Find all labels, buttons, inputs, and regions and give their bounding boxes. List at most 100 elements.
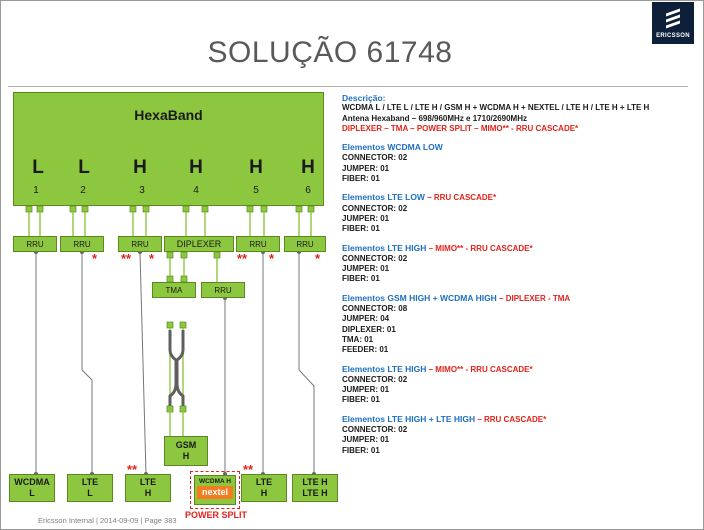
slide-title: SOLUÇÃO 61748 bbox=[207, 36, 453, 69]
section-title: Elementos LTE HIGH + LTE HIGH bbox=[342, 413, 476, 424]
feeder-cable bbox=[168, 330, 185, 406]
port-number: 5 bbox=[253, 185, 259, 196]
section-line: CONNECTOR: 02 bbox=[342, 203, 408, 213]
terminal-line1: LTE bbox=[139, 477, 157, 487]
description-panel: Descrição: WCDMA L / LTE L / LTE H / GSM… bbox=[342, 93, 692, 464]
section-suffix: – MIMO** - RRU CASCADE* bbox=[426, 243, 533, 253]
terminal-lte-h: LTE H bbox=[241, 474, 287, 502]
section-line: TMA: 01 bbox=[342, 334, 374, 344]
band-label: H bbox=[301, 157, 315, 178]
section-title: Elementos LTE HIGH bbox=[342, 242, 427, 253]
tma-unit: TMA bbox=[152, 282, 196, 298]
jumper-connectors bbox=[25, 205, 315, 213]
rru-unit: RRU bbox=[284, 236, 326, 252]
cascade-marker: * bbox=[315, 251, 321, 266]
cascade-marker: * bbox=[92, 251, 98, 266]
mimo-marker: ** bbox=[243, 462, 254, 477]
section-line: CONNECTOR: 02 bbox=[342, 425, 408, 435]
terminal-line2: H bbox=[260, 488, 268, 498]
mimo-marker: ** bbox=[127, 462, 138, 477]
gsm-band-label: H bbox=[182, 451, 190, 461]
section-line: CONNECTOR: 02 bbox=[342, 253, 408, 263]
title-divider bbox=[8, 86, 688, 87]
jumper-lines bbox=[28, 212, 312, 236]
section-title: Elementos WCDMA LOW bbox=[342, 142, 443, 153]
section-line: CONNECTOR: 08 bbox=[342, 304, 408, 314]
description-line: DIPLEXER – TMA – POWER SPLIT – MIMO** - … bbox=[342, 123, 579, 133]
section-line: JUMPER: 01 bbox=[342, 385, 390, 395]
cascade-marker: * bbox=[149, 251, 155, 266]
description-block: Descrição: WCDMA L / LTE L / LTE H / GSM… bbox=[342, 93, 692, 134]
cascade-marker: * bbox=[269, 251, 275, 266]
description-line: Antena Hexaband – 698/960MHz e 1710/2690… bbox=[342, 113, 527, 123]
terminal-lte-h: LTE H bbox=[125, 474, 171, 502]
section-line: FIBER: 01 bbox=[342, 224, 380, 234]
gsm-label: GSM bbox=[175, 440, 197, 450]
port-number: 1 bbox=[33, 185, 39, 196]
terminal-wcdma-l: WCDMA L bbox=[9, 474, 55, 502]
hexaband-antenna: HexaBand L L H H H H 1 2 3 4 5 6 bbox=[13, 92, 324, 206]
band-label: H bbox=[249, 157, 263, 178]
description-heading: Descrição: bbox=[342, 93, 386, 103]
port-number: 2 bbox=[80, 185, 86, 196]
section-suffix: – DIPLEXER - TMA bbox=[496, 293, 571, 303]
terminal-line2: H bbox=[144, 488, 152, 498]
section-suffix: – RRU CASCADE* bbox=[424, 193, 497, 203]
section-title: Elementos GSM HIGH + WCDMA HIGH bbox=[342, 292, 497, 303]
terminal-lte-h-lte-h: LTE H LTE H bbox=[292, 474, 338, 502]
terminal-line2: L bbox=[29, 488, 35, 498]
section-line: FEEDER: 01 bbox=[342, 345, 389, 355]
mimo-marker: ** bbox=[237, 251, 248, 266]
ericsson-logo: ERICSSON bbox=[652, 2, 694, 44]
wcdma-h-label: WCDMA H bbox=[199, 478, 231, 485]
section-line: FIBER: 01 bbox=[342, 174, 380, 184]
terminal-line1: LTE bbox=[255, 477, 273, 487]
section-line: JUMPER: 01 bbox=[342, 163, 390, 173]
section-line: FIBER: 01 bbox=[342, 395, 380, 405]
port-number: 3 bbox=[139, 185, 145, 196]
band-label: H bbox=[133, 157, 147, 178]
nextel-logo: nextel bbox=[197, 486, 233, 499]
section-block: Elementos LTE LOW – RRU CASCADE* CONNECT… bbox=[342, 192, 692, 234]
rru-unit: RRU bbox=[201, 282, 245, 298]
band-label: L bbox=[78, 157, 90, 178]
logo-text: ERICSSON bbox=[656, 33, 690, 39]
slide-footer: Ericsson Internal | 2014-09-09 | Page 38… bbox=[38, 516, 177, 525]
section-suffix: – RRU CASCADE* bbox=[475, 414, 547, 424]
section-line: FIBER: 01 bbox=[342, 445, 380, 455]
rru-unit: RRU bbox=[13, 236, 57, 252]
section-block: Elementos LTE HIGH – MIMO** - RRU CASCAD… bbox=[342, 364, 692, 406]
section-title: Elementos LTE HIGH bbox=[342, 363, 427, 374]
port-number: 6 bbox=[305, 185, 311, 196]
gsm-h-unit: GSM H bbox=[164, 436, 208, 466]
band-label: H bbox=[189, 157, 203, 178]
antenna-name: HexaBand bbox=[134, 107, 203, 123]
section-line: JUMPER: 01 bbox=[342, 435, 390, 445]
terminal-line1: LTE bbox=[81, 477, 99, 487]
terminal-line1: LTE H bbox=[302, 477, 328, 487]
power-split-group: WCDMA H nextel bbox=[190, 471, 240, 509]
section-line: FIBER: 01 bbox=[342, 274, 380, 284]
section-block: Elementos WCDMA LOW CONNECTOR: 02 JUMPER… bbox=[342, 142, 692, 184]
section-line: JUMPER: 01 bbox=[342, 213, 390, 223]
mimo-marker: ** bbox=[121, 251, 132, 266]
section-block: Elementos LTE HIGH + LTE HIGH – RRU CASC… bbox=[342, 414, 692, 456]
rru-unit: RRU bbox=[236, 236, 280, 252]
section-title: Elementos LTE LOW bbox=[342, 192, 425, 203]
rru-unit: RRU bbox=[118, 236, 162, 252]
section-line: CONNECTOR: 02 bbox=[342, 153, 408, 163]
nextel-unit: WCDMA H nextel bbox=[194, 475, 236, 505]
band-label: L bbox=[32, 157, 44, 178]
section-block: Elementos GSM HIGH + WCDMA HIGH – DIPLEX… bbox=[342, 293, 692, 356]
rru-unit: RRU bbox=[60, 236, 104, 252]
section-line: JUMPER: 01 bbox=[342, 264, 390, 274]
terminal-line2: L bbox=[87, 488, 93, 498]
section-block: Elementos LTE HIGH – MIMO** - RRU CASCAD… bbox=[342, 243, 692, 285]
description-line: WCDMA L / LTE L / LTE H / GSM H + WCDMA … bbox=[342, 103, 650, 113]
port-number: 4 bbox=[193, 185, 199, 196]
terminal-line2: LTE H bbox=[302, 488, 328, 498]
section-line: JUMPER: 04 bbox=[342, 314, 390, 324]
section-line: DIPLEXER: 01 bbox=[342, 324, 396, 334]
terminal-line1: WCDMA bbox=[14, 477, 50, 487]
